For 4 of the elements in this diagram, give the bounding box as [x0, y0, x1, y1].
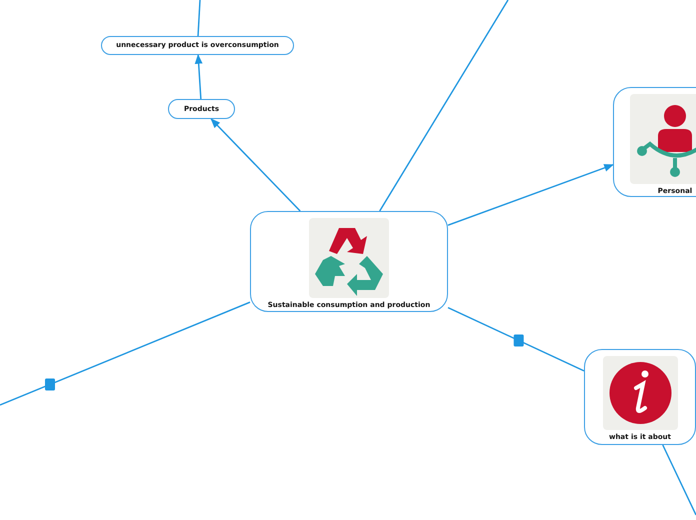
topic-card — [250, 211, 448, 312]
topic-box — [168, 99, 235, 119]
topic-box — [101, 36, 294, 55]
topic-card — [584, 349, 696, 445]
